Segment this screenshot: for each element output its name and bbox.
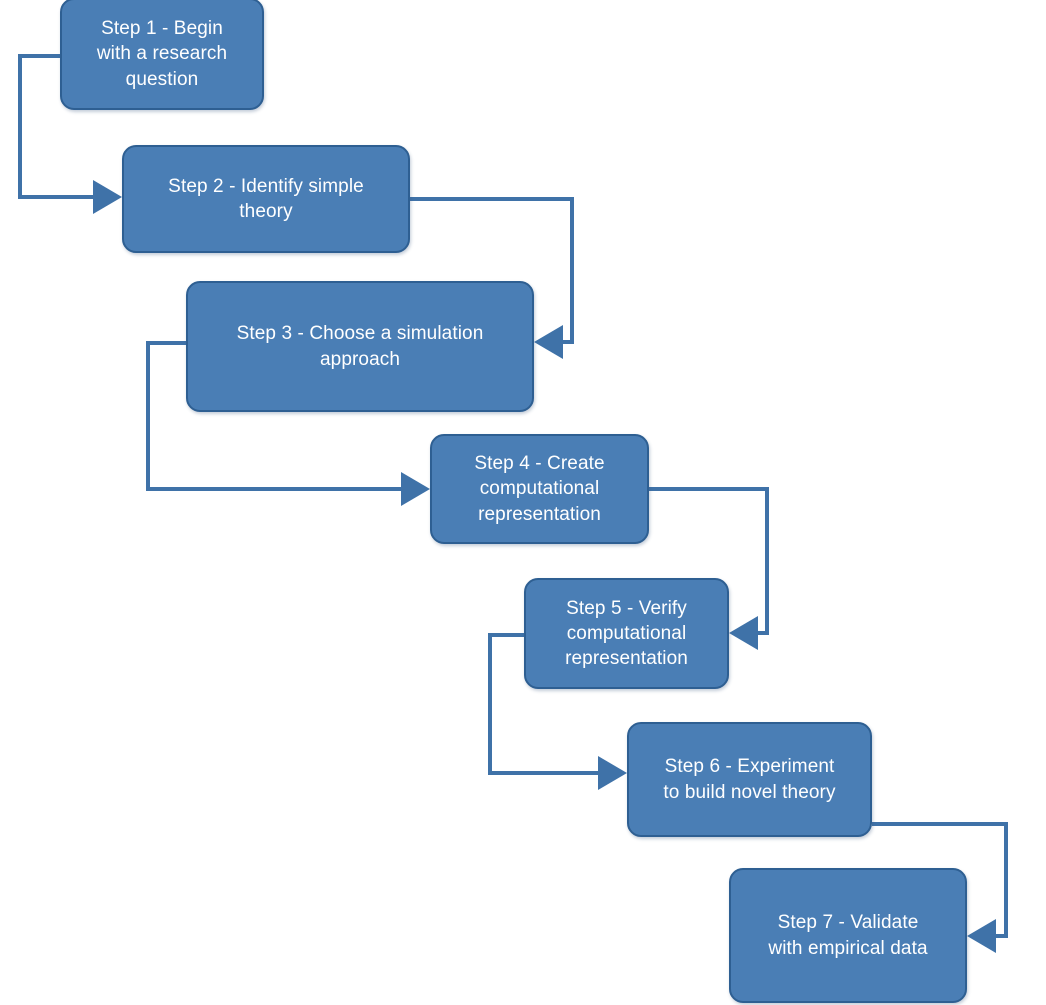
arrowhead-icon [967, 919, 996, 953]
flowchart-node-step-3[interactable]: Step 3 - Choose a simulation approach [186, 281, 534, 412]
arrowhead-icon [401, 472, 430, 506]
connector-step1-to-step2 [18, 54, 122, 214]
flowchart-node-step-2[interactable]: Step 2 - Identify simple theory [122, 145, 410, 253]
connector-step2-to-step3 [410, 197, 574, 359]
arrowhead-icon [93, 180, 122, 214]
connector-step4-to-step5 [649, 487, 769, 650]
arrowhead-icon [729, 616, 758, 650]
flowchart-node-step-1[interactable]: Step 1 - Begin with a research question [60, 0, 264, 110]
flowchart-node-step-4[interactable]: Step 4 - Create computational representa… [430, 434, 649, 544]
connector-step3-to-step4 [146, 341, 430, 506]
flowchart-node-label: Step 7 - Validate with empirical data [768, 912, 928, 959]
flowchart-node-label: Step 2 - Identify simple theory [168, 175, 364, 222]
flowchart-node-label: Step 6 - Experiment to build novel theor… [663, 756, 836, 803]
flowchart-node-label: Step 3 - Choose a simulation approach [236, 323, 484, 370]
flowchart-node-step-5[interactable]: Step 5 - Verify computational representa… [524, 578, 729, 689]
connector-step6-to-step7 [872, 822, 1008, 953]
arrowhead-icon [534, 325, 563, 359]
flowchart-node-step-7[interactable]: Step 7 - Validate with empirical data [729, 868, 967, 1003]
flowchart-node-step-6[interactable]: Step 6 - Experiment to build novel theor… [627, 722, 872, 837]
flowchart-node-label: Step 1 - Begin with a research question [96, 18, 228, 90]
connector-step5-to-step6 [488, 633, 627, 790]
flowchart-node-label: Step 5 - Verify computational representa… [565, 597, 688, 670]
arrowhead-icon [598, 756, 627, 790]
flowchart-node-label: Step 4 - Create computational representa… [474, 453, 605, 525]
